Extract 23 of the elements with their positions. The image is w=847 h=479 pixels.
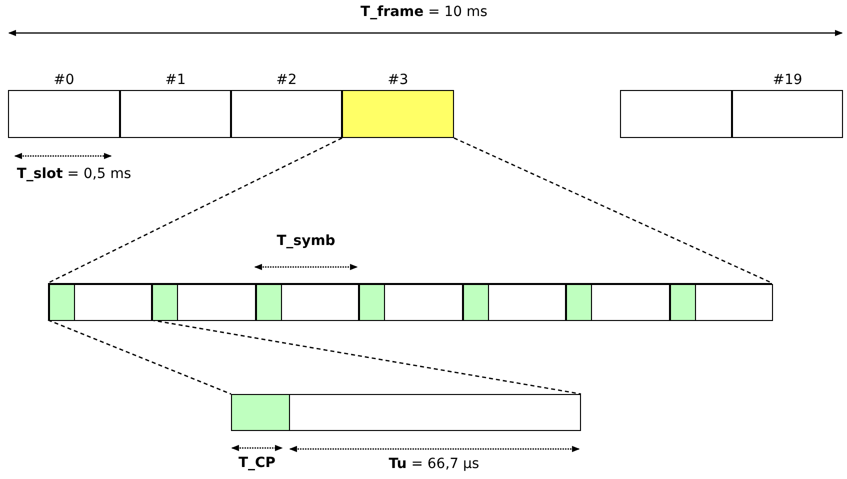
slot-box (620, 90, 732, 138)
slot-number: #19 (772, 72, 804, 88)
symbol-box (566, 284, 670, 321)
dimension-label: Tu = 66,7 µs (388, 456, 480, 472)
slot-number: #0 (52, 72, 76, 88)
slot-number: #2 (275, 72, 298, 88)
zoom-line (48, 319, 232, 395)
dimension-label: T_symb (276, 233, 336, 249)
slot-box (48, 283, 772, 320)
slot-number: #3 (386, 72, 410, 88)
symbol-box (359, 284, 463, 321)
symbol-box (670, 284, 773, 321)
dimension-label: T_frame = 10 ms (360, 4, 488, 20)
dimension-label: T_CP (238, 455, 276, 471)
symbol-box (152, 284, 256, 321)
symbol-detail-box (231, 394, 581, 431)
symbol-box (463, 284, 566, 321)
symbol-box (256, 284, 359, 321)
zoom-line (48, 137, 342, 284)
zoom-line (454, 137, 772, 284)
symbol-box (49, 284, 152, 321)
slot-number: #1 (164, 72, 187, 88)
dimension-label: T_slot = 0,5 ms (16, 166, 132, 182)
